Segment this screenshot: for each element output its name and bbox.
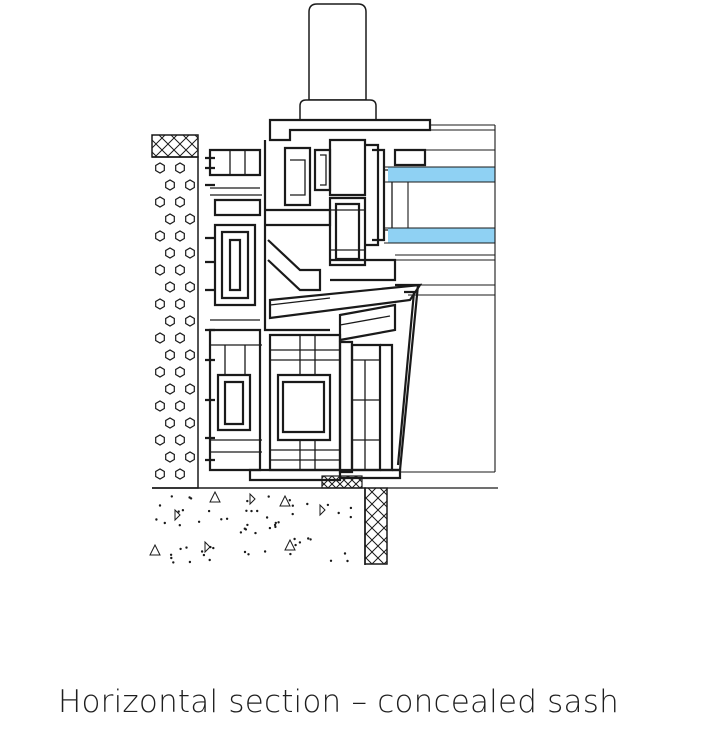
handle-cylinder bbox=[299, 3, 377, 121]
horizontal-section-drawing bbox=[149, 3, 498, 565]
window-frame-profile bbox=[205, 118, 432, 482]
profile-ribs bbox=[210, 150, 393, 470]
floor-concrete bbox=[149, 487, 498, 565]
figure-caption: Horizontal section – concealed sash bbox=[58, 684, 619, 720]
glazing bbox=[380, 124, 496, 473]
wall-masonry bbox=[151, 134, 199, 489]
